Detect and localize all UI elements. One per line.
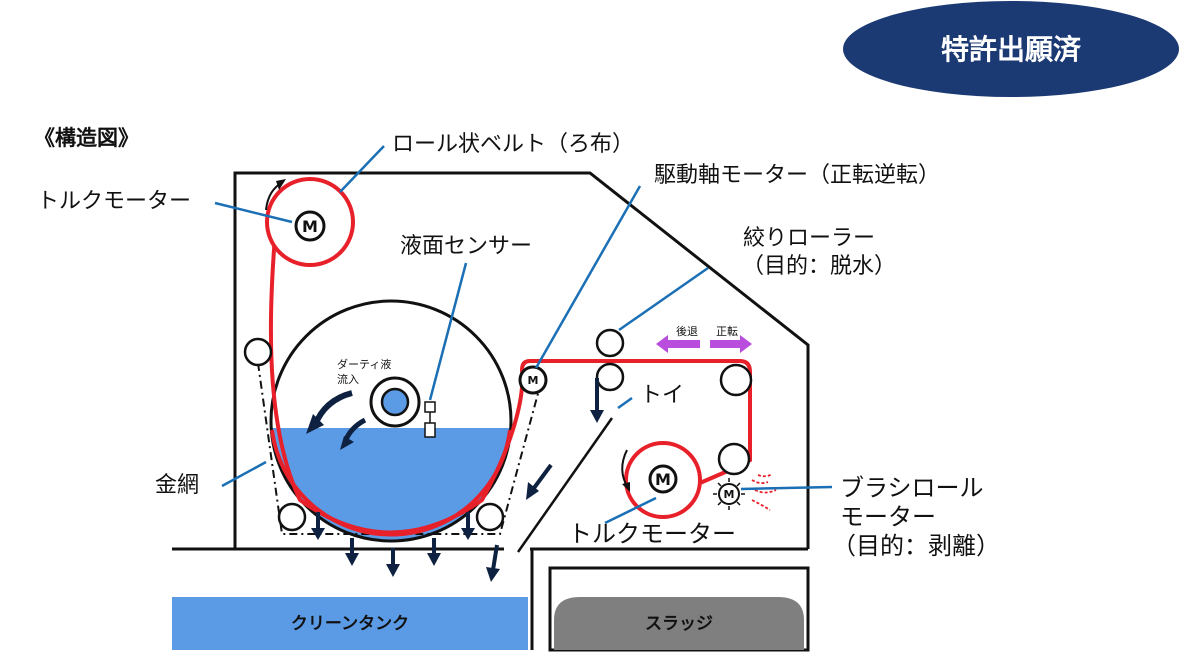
torque-motor-top bbox=[294, 210, 326, 242]
scraped-sludge bbox=[751, 473, 777, 511]
patent-badge-text: 特許出願済 bbox=[941, 33, 1082, 66]
clean-tank bbox=[172, 597, 528, 650]
squeeze-roller-label-2: （目的：脱水） bbox=[742, 254, 896, 279]
torque-motor-top-label: トルクモーター bbox=[37, 189, 191, 214]
page-title: 《構造図》 bbox=[34, 126, 139, 150]
roll-belt-label: ロール状ベルト（ろ布） bbox=[392, 132, 634, 157]
drum-rotation-arrowhead-1 bbox=[306, 414, 324, 434]
rotation-arrowhead-bottom bbox=[622, 482, 630, 492]
inflow-label-2: 流入 bbox=[337, 372, 359, 386]
torque-motor-bottom-mark: M bbox=[655, 470, 671, 489]
sludge-pile bbox=[554, 597, 804, 650]
backward-label: 後退 bbox=[676, 324, 698, 338]
drive-motor-mark: M bbox=[528, 374, 539, 387]
idler-roll-bottom-left bbox=[277, 502, 307, 532]
belt-roll-right-upper bbox=[719, 363, 753, 397]
trough bbox=[516, 417, 614, 553]
squeeze-roller-label-1: 絞りローラー bbox=[743, 226, 875, 251]
squeeze-roller-upper bbox=[595, 328, 625, 358]
trough-leader bbox=[617, 396, 633, 410]
squeeze-roller-lower bbox=[595, 362, 625, 392]
brush-motor-label-2: モーター bbox=[840, 503, 936, 531]
drive-motor-label: 駆動軸モーター（正転逆転） bbox=[654, 163, 940, 188]
drum-hub-inner bbox=[380, 387, 410, 417]
machine-frame bbox=[233, 171, 810, 549]
clean-tank-label: クリーンタンク bbox=[291, 614, 409, 634]
rotation-arrowhead-top bbox=[276, 179, 286, 190]
trough-label: トイ bbox=[640, 383, 684, 408]
brush-motor-label-3: （目的：剥離） bbox=[832, 532, 1000, 560]
wire-mesh bbox=[257, 362, 544, 535]
liquid-sensor-box-1 bbox=[424, 401, 436, 413]
brush-roll-motor-mark: M bbox=[724, 488, 735, 501]
sludge-tank-label: スラッジ bbox=[645, 614, 713, 634]
torque-motor-bottom bbox=[648, 464, 678, 494]
brush-roll-motor bbox=[718, 483, 740, 505]
leader-lines bbox=[214, 145, 833, 525]
brush-motor-label-1: ブラシロール bbox=[840, 474, 984, 502]
drive-motor bbox=[518, 365, 548, 395]
drum-rotation-arrowhead-2 bbox=[340, 436, 354, 450]
forward-arrow bbox=[710, 335, 752, 353]
liquid-sensor-label: 液面センサー bbox=[400, 234, 532, 259]
brush-bristles bbox=[713, 478, 745, 510]
backward-arrow bbox=[656, 335, 700, 353]
wire-mesh-label: 金網 bbox=[155, 473, 199, 498]
liquid bbox=[271, 428, 511, 541]
idler-roll-left bbox=[243, 337, 273, 367]
drum-rotation-arrow-1 bbox=[312, 390, 353, 427]
patent-badge bbox=[843, 1, 1179, 97]
belt-drum-wrap bbox=[270, 429, 512, 537]
torque-motor-bottom-label: トルクモーター bbox=[568, 520, 736, 548]
filter-drum bbox=[269, 299, 513, 543]
inflow-label-1: ダーティ液 bbox=[337, 357, 391, 371]
motor-mark: M bbox=[302, 217, 318, 236]
drain-arrows bbox=[311, 378, 604, 582]
roll-belt bbox=[268, 221, 752, 535]
forward-label: 正転 bbox=[716, 325, 738, 338]
idler-roll-bottom-right bbox=[475, 502, 505, 532]
belt-roll-right-lower bbox=[717, 442, 751, 476]
liquid-sensor-box-2 bbox=[424, 422, 436, 438]
